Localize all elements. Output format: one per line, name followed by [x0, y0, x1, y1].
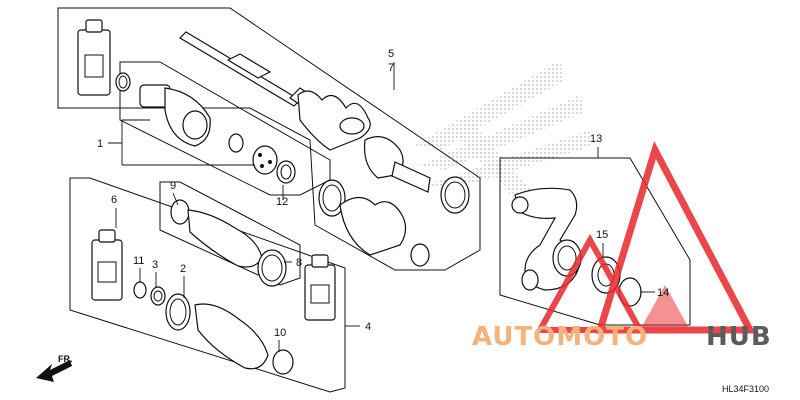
- cv-joint-icon: [139, 84, 278, 175]
- callout-7: 7: [388, 62, 394, 74]
- watermark-text: AUTOMOTO HUB: [472, 322, 772, 352]
- callout-3: 3: [152, 259, 158, 271]
- box-item-1: [119, 61, 331, 196]
- callout-12: 12: [276, 196, 288, 208]
- watermark-part-b: HUB: [706, 322, 772, 352]
- oil-bottle-left-icon: [91, 229, 123, 301]
- callout-6: 6: [111, 194, 117, 206]
- diagram-code: HL34F3100: [722, 384, 769, 394]
- drive-shaft-icon: [179, 31, 431, 193]
- oil-bottle-right-icon: [304, 254, 336, 321]
- knuckle-arm-icon: [511, 187, 642, 307]
- callout-10: 10: [274, 327, 286, 339]
- box-item-4: [69, 177, 346, 393]
- front-direction-icon: FR.: [36, 354, 73, 382]
- boot-lower-icon: [165, 199, 294, 375]
- callout-13: 13: [590, 133, 602, 145]
- callout-15: 15: [596, 229, 608, 241]
- callout-8: 8: [296, 257, 302, 269]
- box-item-13: [499, 157, 691, 326]
- watermark-triangles: [534, 140, 756, 334]
- oil-bottle-top-icon: [77, 19, 111, 96]
- callout-14: 14: [657, 287, 669, 299]
- leader-lines: [108, 62, 655, 352]
- callout-9: 9: [170, 180, 176, 192]
- callout-5: 5: [388, 48, 394, 60]
- callout-2: 2: [180, 263, 186, 275]
- callout-4: 4: [365, 321, 371, 333]
- callout-labels: 1 2 3 4 5 6 7 8 9 10 11 12 13 14 15: [97, 48, 669, 339]
- o-ring-icons: [115, 72, 296, 306]
- boot-clamp-upper-icon: [318, 176, 470, 267]
- callout-11: 11: [133, 255, 144, 267]
- honda-wing-logo: [415, 60, 592, 205]
- watermark-part-a: AUTOMOTO: [472, 322, 648, 352]
- box-item-8: [159, 181, 301, 286]
- box-outer-shaft: [57, 7, 481, 271]
- callout-1: 1: [97, 138, 103, 150]
- direction-label: FR.: [58, 354, 73, 364]
